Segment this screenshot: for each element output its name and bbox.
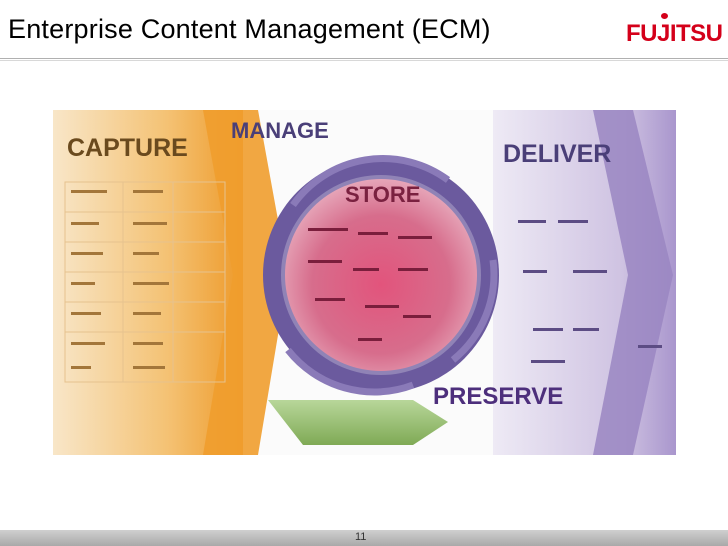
deliver-label: DELIVER xyxy=(503,140,611,168)
store-placeholder-text xyxy=(308,228,432,341)
preserve-label: PRESERVE xyxy=(433,383,563,410)
capture-grid xyxy=(64,181,226,383)
page-number: 11 xyxy=(355,531,367,543)
capture-label: CAPTURE xyxy=(67,134,188,162)
store-label: STORE xyxy=(345,182,420,207)
logo-dot xyxy=(661,13,668,19)
header-divider-shadow xyxy=(0,60,728,61)
slide-header: Enterprise Content Management (ECM) FUJI… xyxy=(0,0,728,62)
ecm-diagram-graphic: CAPTURE DELIVER PRESERVE xyxy=(53,110,676,455)
manage-label: MANAGE xyxy=(231,118,329,143)
deliver-placeholder-text xyxy=(518,220,662,363)
capture-arrow xyxy=(203,110,288,455)
slide-title: Enterprise Content Management (ECM) xyxy=(8,14,491,44)
store-core xyxy=(285,179,477,371)
capture-placeholder-text xyxy=(71,190,169,369)
manage-cycle-arrow-bottom xyxy=(285,347,415,396)
manage-cycle-arrow-right xyxy=(450,259,498,363)
footer-bar xyxy=(0,530,728,546)
ecm-diagram: CAPTURE DELIVER PRESERVE xyxy=(53,110,676,455)
deliver-arrow xyxy=(593,110,673,455)
header-divider xyxy=(0,58,728,59)
fujitsu-logo: FUJITSU xyxy=(626,20,723,47)
manage-cycle-arrow-top xyxy=(290,155,451,208)
preserve-arrow xyxy=(268,400,448,445)
